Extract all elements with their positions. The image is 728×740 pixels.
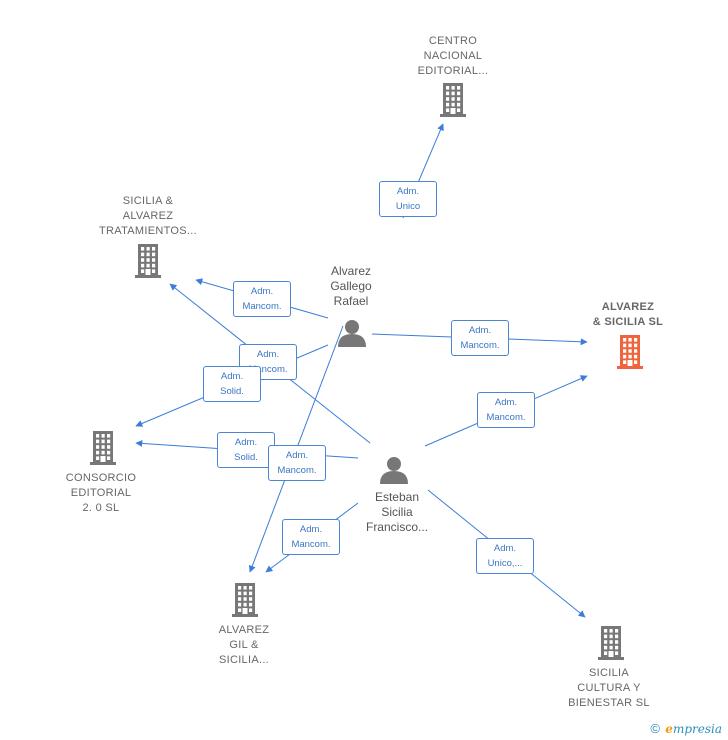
edge-label[interactable]: Adm. Solid. [203,366,261,402]
edge-label[interactable]: Adm. Mancom. [268,445,326,481]
building-icon[interactable] [440,83,466,117]
building-icon[interactable] [598,626,624,660]
edge-label[interactable]: Adm. Mancom. [282,519,340,555]
company-label[interactable]: SICILIA & ALVAREZ TRATAMIENTOS... [98,195,197,237]
company-label[interactable]: SICILIA CULTURA Y BIENESTAR SL [568,667,650,709]
company-label[interactable]: ALVAREZ GIL & SICILIA... [218,624,270,666]
edge-label[interactable]: Adm. Unico,... [476,538,534,574]
brand-name: mpresia [672,722,722,736]
building-icon[interactable] [617,335,643,369]
person-label[interactable]: Alvarez Gallego Rafael [330,264,372,308]
edge-label[interactable]: Adm. Solid. [217,432,275,468]
person-icon[interactable] [338,320,366,347]
person-icon[interactable] [380,457,408,484]
edge-label[interactable]: Adm. Mancom. [477,392,535,428]
building-icon[interactable] [135,244,161,278]
building-icon[interactable] [232,583,258,617]
person-label[interactable]: Esteban Sicilia Francisco... [365,490,428,534]
company-label[interactable]: CENTRO NACIONAL EDITORIAL... [417,35,489,77]
edge-label[interactable]: Adm. Mancom. [451,320,509,356]
footer-brand[interactable]: © empresia [650,721,722,736]
edge-label[interactable]: Adm. Unico [379,181,437,217]
edge-label[interactable]: Adm. Mancom. [233,281,291,317]
company-label[interactable]: ALVAREZ & SICILIA SL [592,301,664,328]
brand-initial: e [665,722,673,736]
edge-label[interactable]: Adm. Mancom. [239,344,297,380]
company-label[interactable]: CONSORCIO EDITORIAL 2. 0 SL [65,472,137,514]
building-icon[interactable] [90,431,116,465]
copyright-symbol: © [650,721,660,736]
